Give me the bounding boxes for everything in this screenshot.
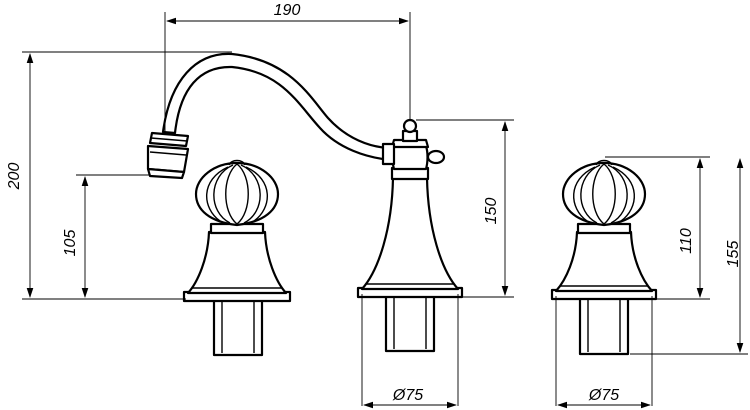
dim-150-label: 150 <box>483 198 500 225</box>
dim-center-diameter-label: Ø75 <box>392 387 423 404</box>
right-handle <box>550 159 658 356</box>
dim-155-label: 155 <box>725 241 742 268</box>
dim-200-label: 200 <box>6 163 23 191</box>
dim-190-label: 190 <box>274 2 301 19</box>
dimension-labels: 190 200 105 150 110 155 Ø75 Ø75 <box>6 2 742 404</box>
dimension-lines <box>22 12 748 406</box>
left-handle <box>182 159 292 357</box>
dim-105-label: 105 <box>62 230 79 257</box>
dim-110-label: 110 <box>678 228 695 254</box>
center-spout <box>146 52 464 353</box>
dim-right-diameter-label: Ø75 <box>588 387 619 404</box>
